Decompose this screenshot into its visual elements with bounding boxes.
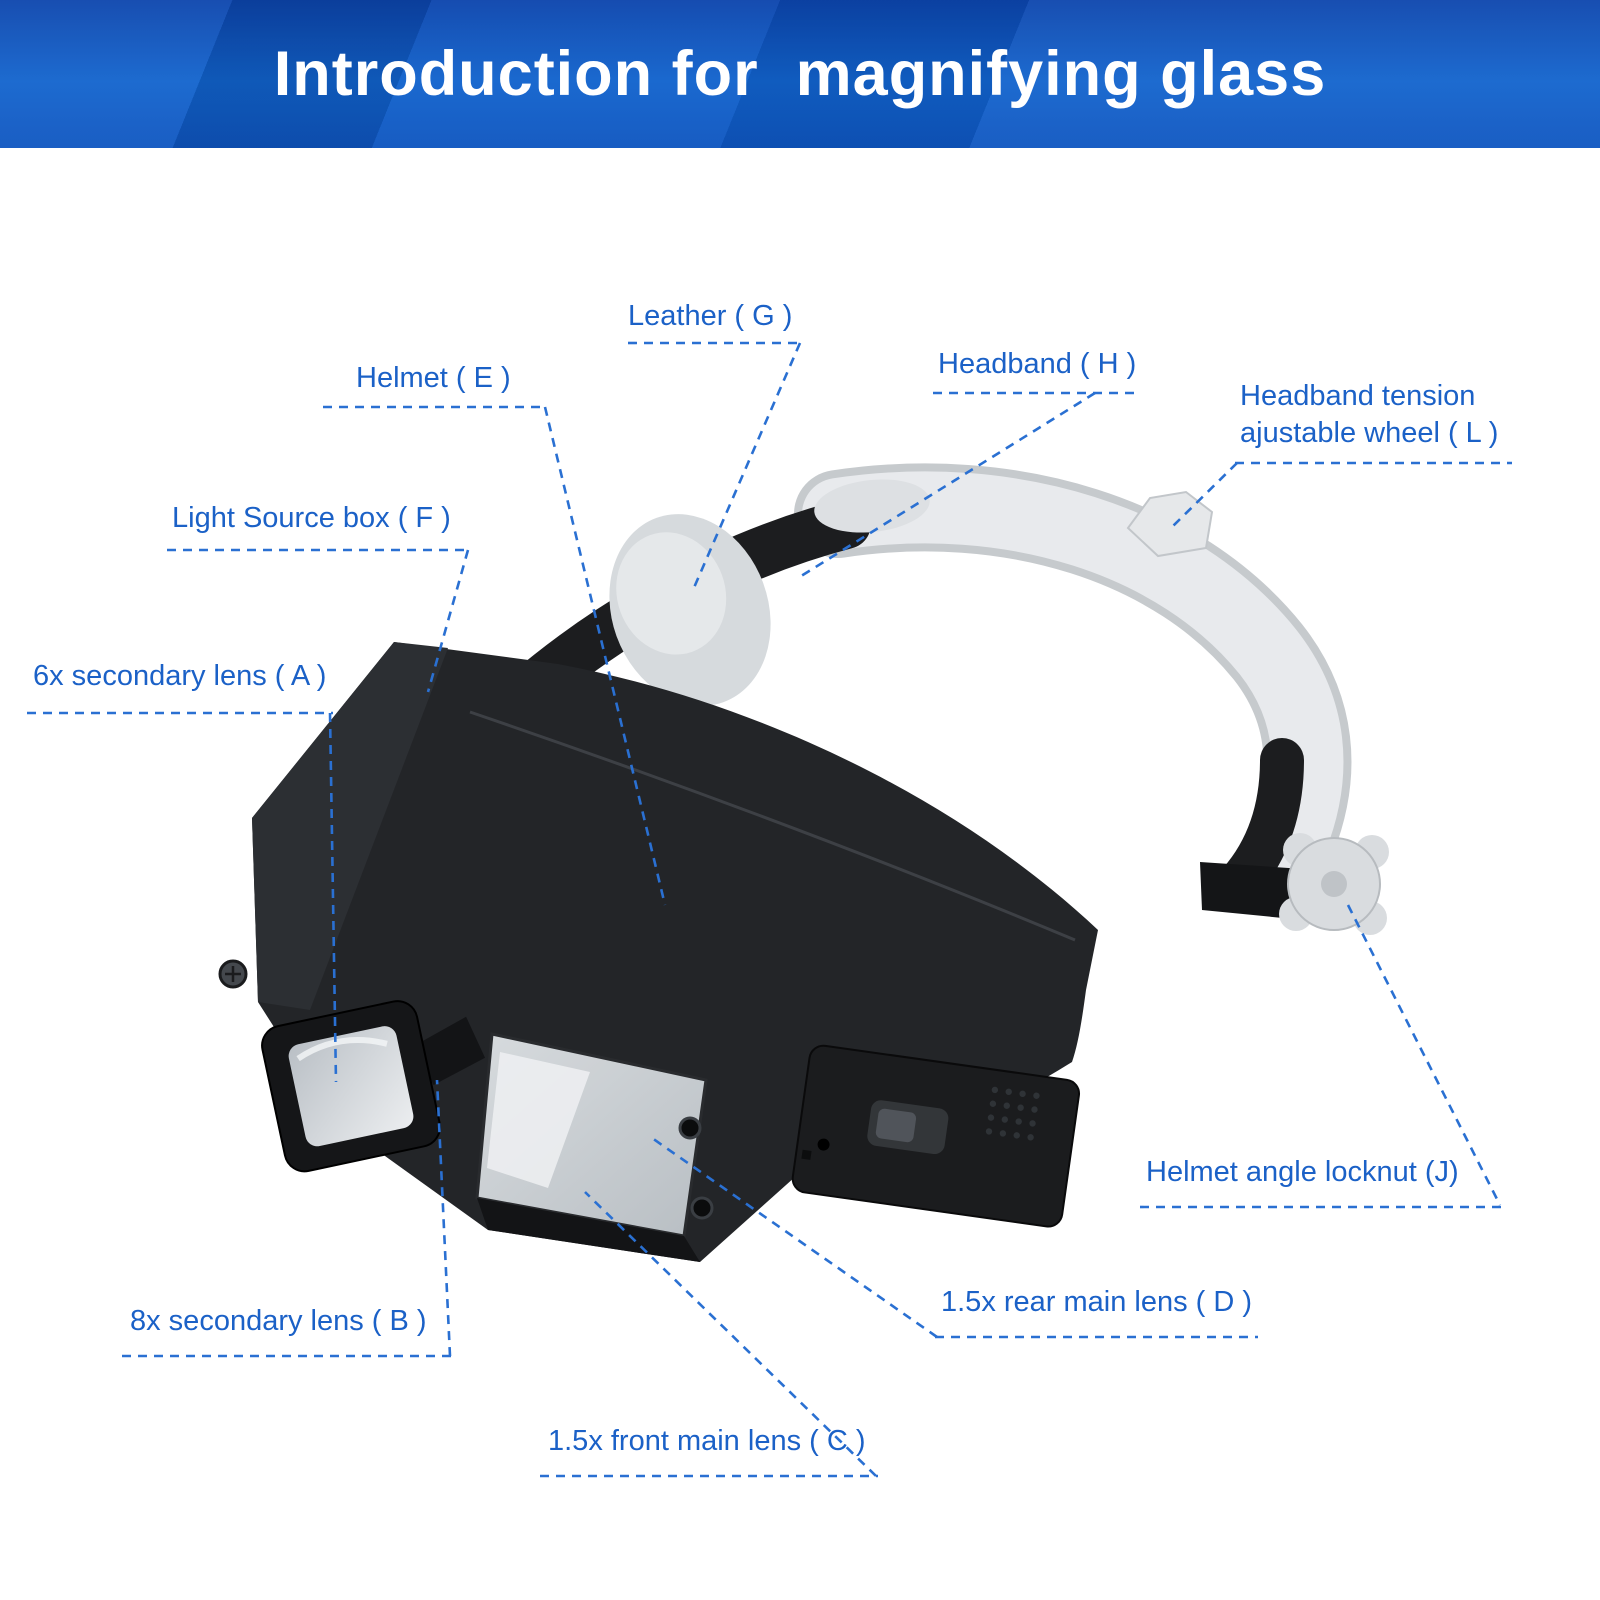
label-headband: Headband ( H ) (938, 348, 1137, 380)
battery-box (791, 1044, 1081, 1228)
label-helmet: Helmet ( E ) (356, 362, 511, 394)
locknut-knob (1279, 833, 1389, 935)
label-locknut: Helmet angle locknut (J) (1146, 1156, 1459, 1188)
secondary-lens (261, 1000, 486, 1173)
label-leather: Leather ( G ) (628, 300, 793, 332)
page-title: Introduction for magnifying glass (273, 39, 1327, 109)
label-8x-lens: 8x secondary lens ( B ) (130, 1305, 427, 1337)
label-tension-wheel-line2: ajustable wheel ( L ) (1240, 417, 1499, 449)
leader-lines (27, 341, 1512, 1478)
label-tension-wheel-line1: Headband tension (1240, 380, 1476, 412)
label-tension-wheel: Headband tension ajustable wheel ( L ) (1240, 378, 1498, 452)
label-light-source: Light Source box ( F ) (172, 502, 451, 534)
header-banner: Introduction for magnifying glass (0, 0, 1600, 148)
top-pad (814, 479, 930, 533)
label-6x-lens: 6x secondary lens ( A ) (33, 660, 327, 692)
leather-pad (609, 514, 771, 706)
band-right (1218, 738, 1304, 904)
screw (218, 959, 248, 989)
label-front-lens: 1.5x front main lens ( C ) (548, 1425, 866, 1457)
headband (794, 463, 1352, 882)
main-lens-window (475, 1032, 714, 1262)
label-rear-lens: 1.5x rear main lens ( D ) (941, 1286, 1253, 1318)
